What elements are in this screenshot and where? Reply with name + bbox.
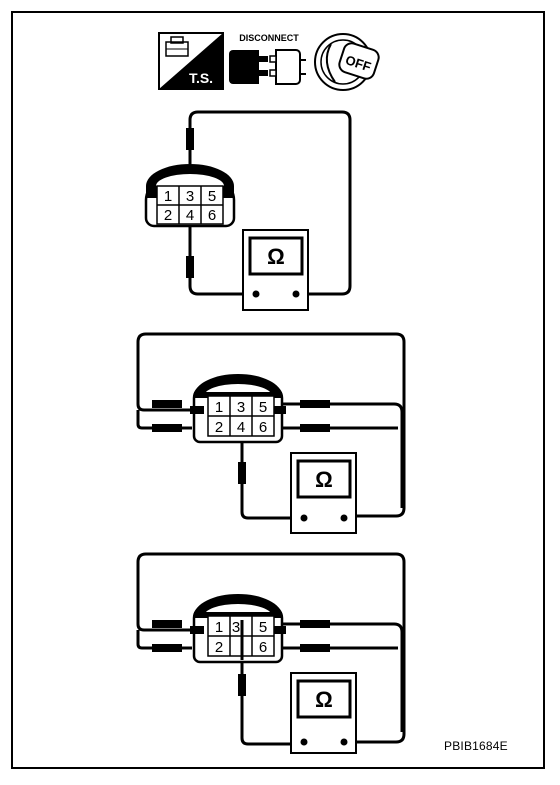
panel-1-wire-pin-4 (188, 224, 256, 296)
pin-label: 2 (215, 639, 223, 656)
panel-3-probe (238, 674, 246, 696)
ts-label: T.S. (189, 70, 213, 86)
ohm-symbol: Ω (315, 687, 333, 712)
panel-3-wire-outer (136, 552, 406, 744)
panel-1-wire-to-meter-right (188, 110, 352, 296)
panel-2-wire-outer (136, 332, 406, 518)
pin-label: 6 (259, 419, 267, 436)
pin-label: 3 (232, 619, 240, 636)
disconnect-icon: DISCONNECT (229, 33, 306, 85)
pin-label: 1 (164, 188, 172, 205)
page-border (11, 11, 545, 769)
pin-label: 1 (215, 619, 223, 636)
ts-icon: T.S. (158, 32, 224, 90)
panel-1-probe-bottom (186, 256, 194, 278)
panel-1-harness-check: 1 3 5 2 4 6 Ω (144, 110, 352, 311)
ignition-off-icon: OFF (314, 33, 380, 91)
panel-1-ohmmeter: Ω (242, 229, 309, 311)
panel-2-short-check: 1 3 5 2 4 6 Ω (136, 332, 406, 534)
disconnect-label: DISCONNECT (239, 33, 299, 43)
pin-label: 4 (186, 207, 194, 224)
panel-1-connector: 1 3 5 2 4 6 (144, 164, 236, 228)
pin-label: 5 (208, 188, 216, 205)
pin-label: 5 (259, 399, 267, 416)
panel-2-probe (238, 462, 246, 484)
ohm-symbol: Ω (267, 244, 285, 269)
pin-label: 3 (237, 399, 245, 416)
pin-label: 6 (208, 207, 216, 224)
pin-label: 2 (164, 207, 172, 224)
pin-label: 2 (215, 419, 223, 436)
panel-3-wire-pin-3 (240, 660, 304, 746)
panel-2-wire-pin-4 (240, 440, 304, 520)
panel-2-ohmmeter: Ω (290, 452, 357, 534)
panel-3-ohmmeter: Ω (290, 672, 357, 754)
panel-1-probe-top (186, 128, 194, 150)
pin-label: 4 (237, 419, 245, 436)
pin-label: 3 (186, 188, 194, 205)
panel-3-short-check: 1 3 5 2 6 Ω (136, 552, 406, 754)
panel-3-connector: 1 3 5 2 6 (190, 594, 286, 664)
ohm-symbol: Ω (315, 467, 333, 492)
reference-code: PBIB1684E (444, 739, 508, 753)
pin-label: 6 (259, 639, 267, 656)
pin-label: 5 (259, 619, 267, 636)
panel-2-connector: 1 3 5 2 4 6 (190, 374, 286, 444)
pin-label: 1 (215, 399, 223, 416)
